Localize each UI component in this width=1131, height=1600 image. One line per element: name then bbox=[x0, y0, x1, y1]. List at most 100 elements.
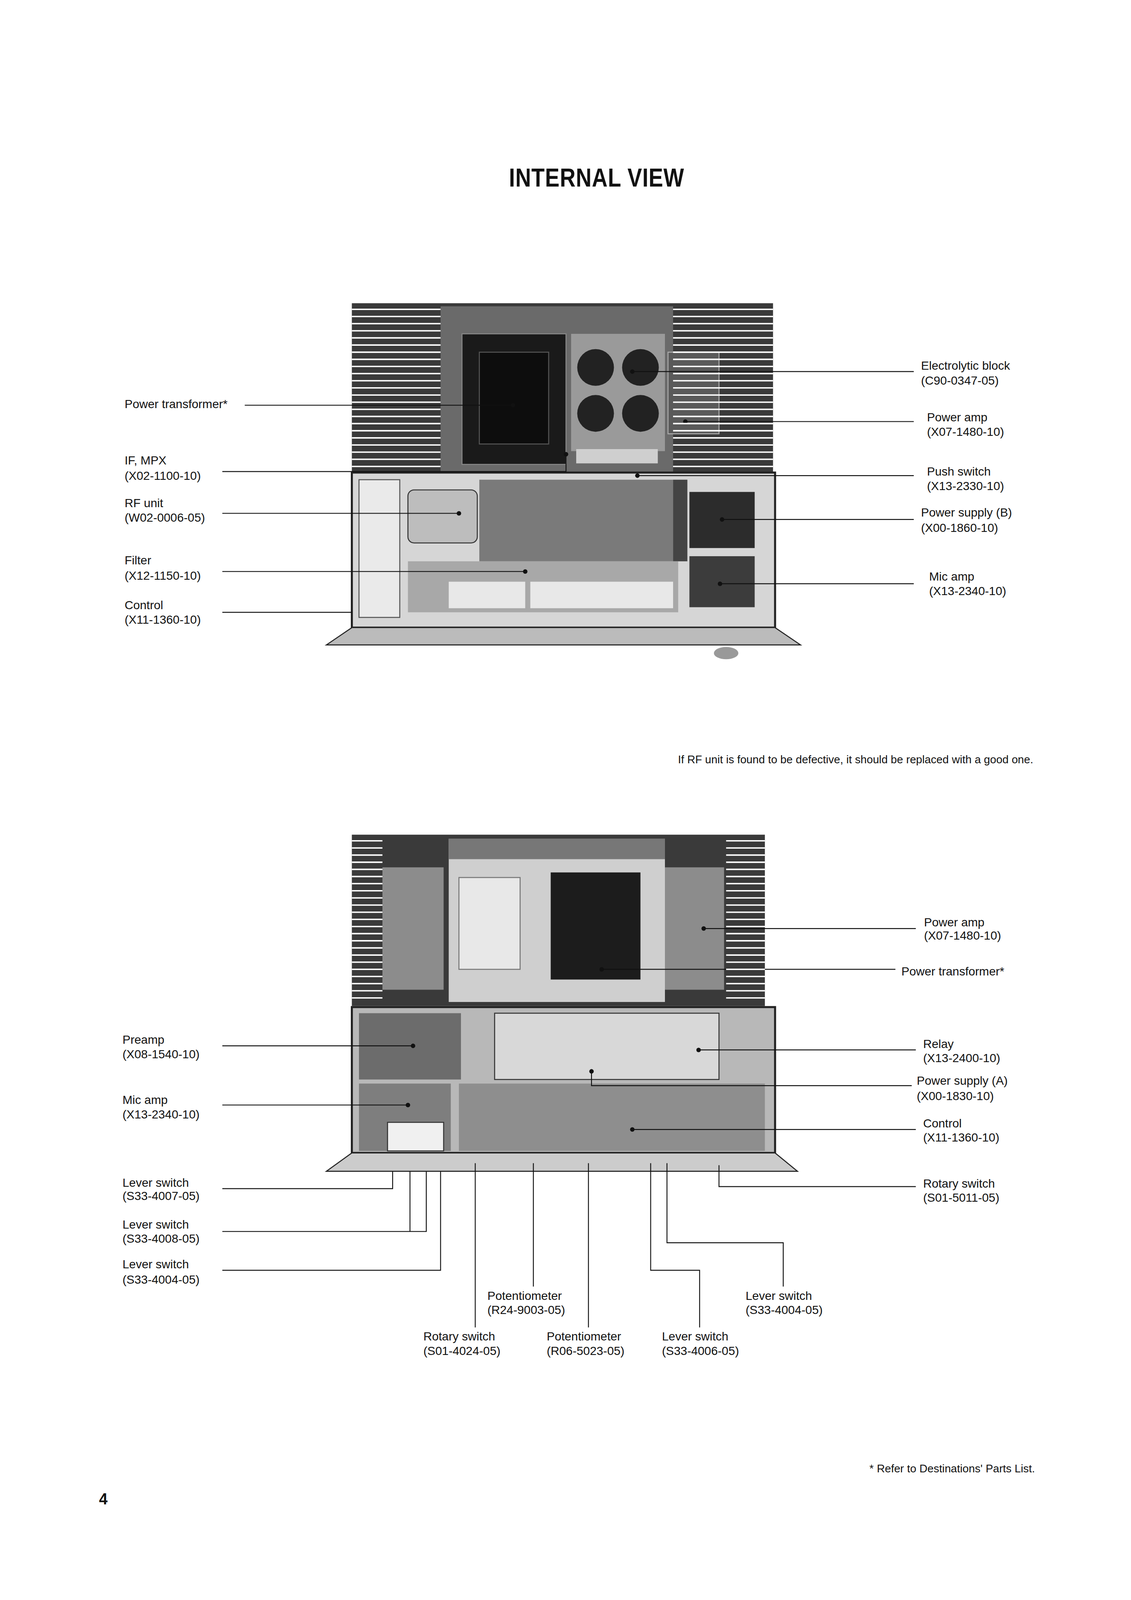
part-label: Lever switch bbox=[122, 1176, 190, 1190]
part-label: Rotary switch bbox=[423, 1329, 496, 1344]
leader-line bbox=[533, 1163, 534, 1287]
heatsink-fin bbox=[351, 394, 441, 396]
part-label: (X13-2330-10) bbox=[926, 479, 1005, 493]
heatsink-fin bbox=[725, 982, 765, 984]
leader-line bbox=[719, 582, 914, 584]
leader-line bbox=[650, 1163, 700, 1328]
heatsink-fin bbox=[725, 932, 765, 934]
page-number: 4 bbox=[99, 1490, 108, 1508]
heatsink-fin bbox=[351, 458, 441, 460]
heatsink-fin bbox=[351, 422, 441, 425]
heatsink-fin bbox=[673, 337, 773, 339]
part-label: Mic amp bbox=[122, 1093, 168, 1107]
leader-dot bbox=[635, 473, 640, 479]
heatsink-fin bbox=[725, 854, 765, 856]
leader-line bbox=[719, 1164, 916, 1187]
heatsink-fin bbox=[673, 444, 773, 446]
part-label: Lever switch bbox=[122, 1218, 190, 1232]
leader-dot bbox=[522, 568, 528, 574]
part-label: (S33-4008-05) bbox=[122, 1232, 200, 1246]
rear-chassis bbox=[351, 303, 773, 475]
capacitor bbox=[622, 349, 659, 386]
part-label: * Refer to Destinations' Parts List. bbox=[869, 1462, 1035, 1475]
leader-dot bbox=[411, 1043, 416, 1049]
leader-dot bbox=[701, 926, 707, 931]
filter-board bbox=[448, 581, 525, 609]
part-label: (R06-5023-05) bbox=[546, 1344, 625, 1358]
part-label: Mic amp bbox=[929, 570, 975, 584]
heatsink-fin bbox=[673, 408, 773, 410]
heatsink-fin bbox=[351, 365, 441, 368]
heatsink-fin bbox=[725, 961, 765, 963]
part-label: Power transformer* bbox=[124, 397, 228, 412]
part-label: Power amp bbox=[924, 915, 985, 930]
heatsink-fin bbox=[725, 968, 765, 970]
part-label: (X07-1480-10) bbox=[924, 929, 1002, 943]
heatsink-fin bbox=[351, 437, 441, 439]
part-label: (W02-0006-05) bbox=[124, 511, 205, 525]
heatsink-fin bbox=[351, 444, 441, 446]
leader-dots bbox=[405, 369, 725, 1132]
part-label: (S01-4024-05) bbox=[423, 1344, 501, 1358]
part-label: Control bbox=[923, 1116, 962, 1131]
leader-line bbox=[474, 1163, 476, 1328]
front-section bbox=[351, 472, 776, 628]
filter-board bbox=[530, 581, 674, 609]
leader-line bbox=[222, 1171, 427, 1232]
leader-line bbox=[244, 404, 513, 406]
part-label: Filter bbox=[124, 553, 152, 568]
leader-line bbox=[591, 1071, 912, 1086]
if-mpx-board bbox=[479, 479, 674, 562]
leader-line bbox=[222, 1171, 441, 1271]
power-supply-b bbox=[689, 491, 755, 548]
front-panel bbox=[326, 627, 801, 645]
heatsink-fin bbox=[351, 918, 383, 920]
part-label: RF unit bbox=[124, 496, 164, 511]
heatsink-fin bbox=[351, 989, 383, 992]
leader-line bbox=[698, 1049, 916, 1050]
heatsink-fin bbox=[351, 847, 383, 849]
heatsink-fin bbox=[351, 408, 441, 410]
heatsink-fin bbox=[725, 954, 765, 956]
heatsink-fin bbox=[725, 889, 765, 892]
heatsink-fin bbox=[351, 868, 383, 870]
part-label: (X12-1150-10) bbox=[124, 569, 201, 583]
part-label: Rotary switch bbox=[923, 1177, 995, 1191]
part-label: Lever switch bbox=[122, 1257, 190, 1271]
leader-dot bbox=[717, 581, 723, 586]
part-label: Power transformer* bbox=[901, 964, 1005, 979]
preamp-board bbox=[358, 1012, 461, 1079]
heatsink-fin bbox=[673, 415, 773, 417]
heatsink-fin bbox=[351, 947, 383, 949]
terminal-strip bbox=[576, 448, 658, 464]
part-label: (X02-1100-10) bbox=[124, 469, 201, 483]
heatsink-fin bbox=[673, 372, 773, 374]
heatsink-fin bbox=[673, 308, 773, 310]
part-label: Electrolytic block bbox=[921, 359, 1011, 373]
heatsink-fin bbox=[351, 911, 383, 913]
leader-dot bbox=[405, 1102, 411, 1108]
front-section bbox=[351, 1006, 776, 1153]
leader-line bbox=[667, 1163, 784, 1287]
shield-plate bbox=[458, 877, 520, 970]
heatsink-fin bbox=[351, 401, 441, 403]
part-label: Preamp bbox=[122, 1033, 165, 1047]
leader-line bbox=[601, 968, 896, 970]
heatsink-fin bbox=[351, 961, 383, 963]
heatsink-fin bbox=[351, 875, 383, 878]
heatsink-fin bbox=[351, 861, 383, 863]
heatsink-fin bbox=[725, 882, 765, 884]
leader-dot bbox=[456, 510, 462, 516]
part-label: (X13-2340-10) bbox=[929, 584, 1007, 598]
heatsink-fin bbox=[673, 429, 773, 432]
part-label: Relay bbox=[923, 1037, 954, 1051]
heatsink-fin bbox=[351, 315, 441, 318]
mic-amp-board bbox=[689, 556, 755, 607]
part-label: Push switch bbox=[926, 465, 991, 479]
leader-line bbox=[222, 1171, 393, 1189]
capacitor bbox=[577, 394, 614, 432]
heatsink-fin bbox=[351, 939, 383, 942]
heatsink-fin bbox=[725, 947, 765, 949]
heatsink-fin bbox=[673, 315, 773, 318]
